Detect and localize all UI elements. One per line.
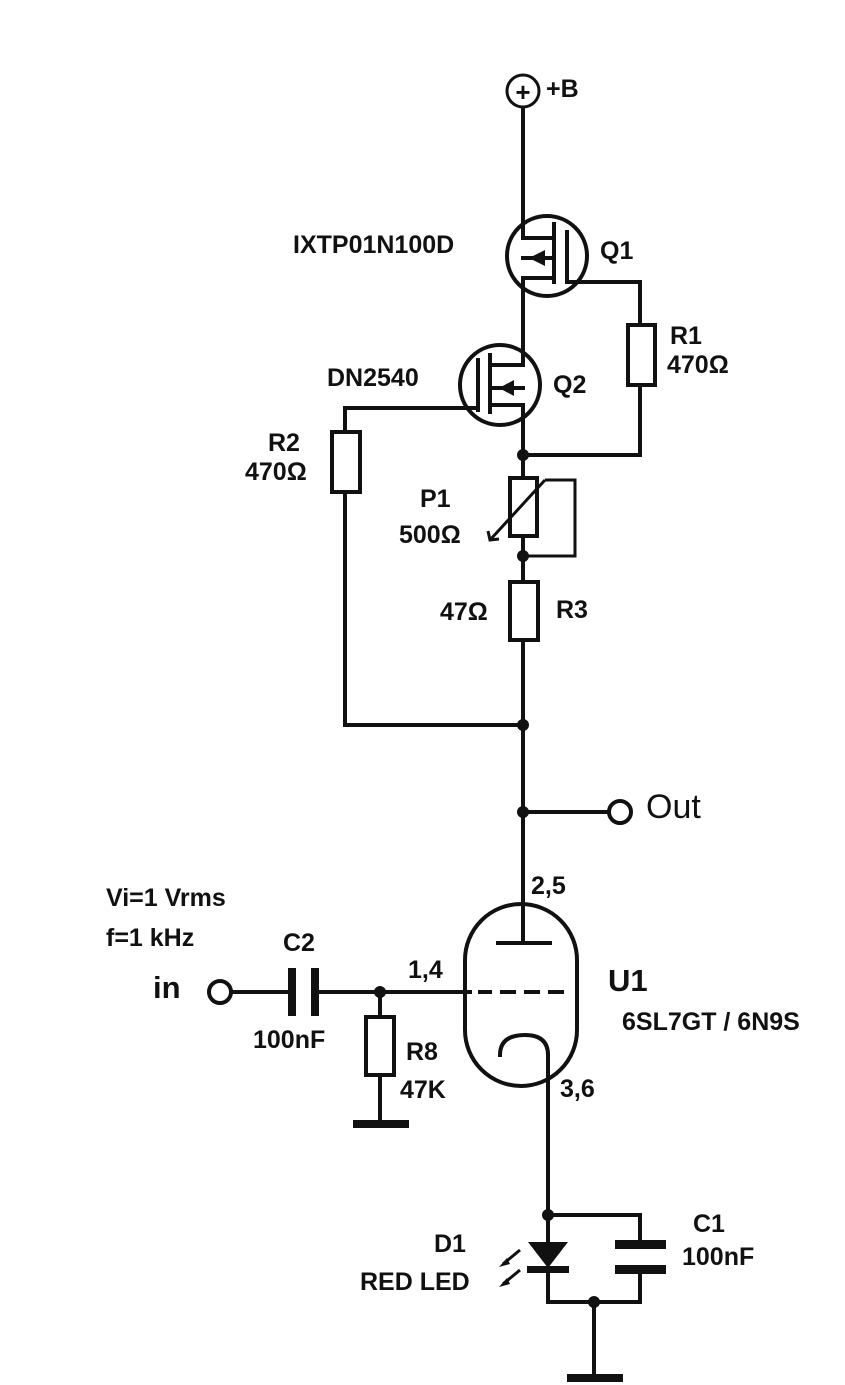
input-frequency-label: f=1 kHz xyxy=(106,924,194,952)
supply-terminal: + +B xyxy=(505,73,579,109)
wire-cathode-bus xyxy=(546,1213,642,1242)
wire-q2-gate-to-r2 xyxy=(343,406,480,434)
p1-ref-label: P1 xyxy=(420,485,451,513)
input-terminal xyxy=(207,979,233,1005)
r8-value-label: 47K xyxy=(400,1076,446,1104)
r3-value-label: 47Ω xyxy=(440,598,488,626)
p1-potentiometer: P1 500Ω xyxy=(399,476,577,558)
d1-value-label: RED LED xyxy=(360,1268,470,1296)
q1-ref-label: Q1 xyxy=(600,237,633,265)
r2-ref-label: R2 xyxy=(268,429,300,457)
out-label: Out xyxy=(646,788,701,826)
c2-ref-label: C2 xyxy=(283,929,315,957)
r1-resistor xyxy=(626,323,657,387)
junction-p1-wiper xyxy=(517,550,529,562)
r2-value-label: 470Ω xyxy=(245,458,307,486)
r8-ground-symbol xyxy=(353,1120,409,1128)
tube-part-label: 6SL7GT / 6N9S xyxy=(622,1008,800,1036)
tube-ref-label: U1 xyxy=(608,963,648,998)
r8-ref-label: R8 xyxy=(406,1038,438,1066)
r1-ref-label: R1 xyxy=(670,322,702,350)
r8-resistor xyxy=(364,1015,396,1077)
tube-grid-pins: 1,4 xyxy=(408,956,443,984)
q1-mosfet: IXTP01N100D Q1 xyxy=(293,214,642,302)
wire-r2-to-out xyxy=(343,490,525,727)
out-terminal xyxy=(607,799,633,825)
r3-resistor xyxy=(508,580,540,642)
supply-label: +B xyxy=(546,75,579,103)
input-voltage-label: Vi=1 Vrms xyxy=(106,884,226,912)
d1-led: D1 RED LED xyxy=(360,1213,569,1304)
r2-resistor xyxy=(330,430,362,494)
ground-symbol xyxy=(567,1374,623,1382)
r3-ref-label: R3 xyxy=(556,596,588,624)
supply-plus-symbol: + xyxy=(515,77,530,107)
c1-ref-label: C1 xyxy=(693,1210,725,1238)
wire-r1-to-node xyxy=(521,383,642,457)
tube-anode-pins: 2,5 xyxy=(531,872,566,900)
tube-u1: 2,5 1,4 3,6 U1 6SL7GT / 6N9S xyxy=(408,872,800,1103)
q1-part-label: IXTP01N100D xyxy=(293,231,454,259)
d1-ref-label: D1 xyxy=(434,1230,466,1258)
r1-value-label: 470Ω xyxy=(667,351,729,379)
q2-mosfet: DN2540 Q2 xyxy=(327,343,586,427)
c2-value-label: 100nF xyxy=(253,1026,325,1054)
c1-value-label: 100nF xyxy=(682,1243,754,1271)
q2-part-label: DN2540 xyxy=(327,364,419,392)
q2-ref-label: Q2 xyxy=(553,371,586,399)
junction-q2-source xyxy=(517,449,529,461)
input-label: in xyxy=(153,970,181,1005)
p1-value-label: 500Ω xyxy=(399,521,461,549)
c1-capacitor: C1 100nF xyxy=(615,1210,754,1304)
junction-r2-return xyxy=(517,719,529,731)
tube-cathode-pins: 3,6 xyxy=(560,1075,595,1103)
c2-capacitor: C2 100nF xyxy=(253,929,325,1054)
